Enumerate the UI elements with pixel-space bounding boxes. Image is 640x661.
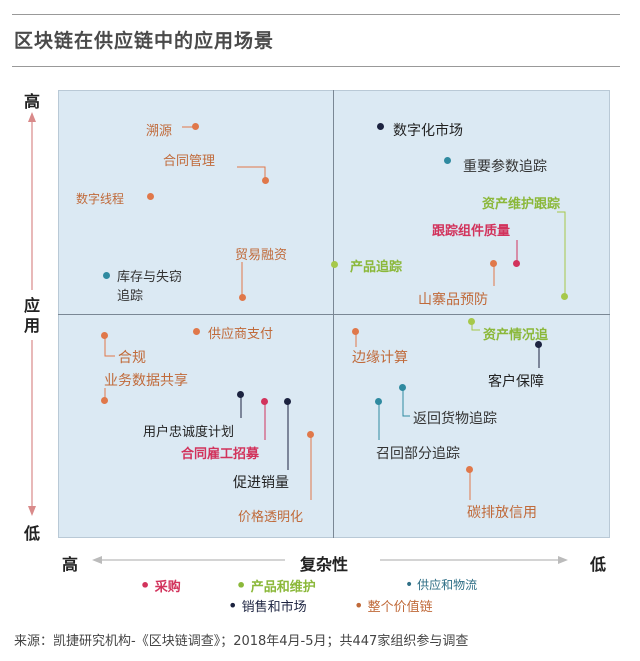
point-label: 业务数据共享 — [104, 373, 188, 389]
point-dot — [352, 328, 359, 335]
point-label: 重要参数追踪 — [463, 159, 547, 175]
point-label: 贸易融资 — [235, 248, 288, 263]
title-divider — [12, 66, 620, 67]
legend-item-product: • 产品和维护 — [236, 576, 316, 595]
point-label: 碳排放信用 — [467, 505, 537, 521]
point-label: 库存与失窃追踪 — [117, 270, 183, 304]
point-label: 资产情况追 — [483, 328, 549, 343]
point-dot — [307, 431, 314, 438]
point-label: 促进销量 — [233, 475, 289, 491]
point-dot — [147, 193, 154, 200]
x-axis-title: 复杂性 — [300, 555, 349, 574]
x-axis-high-label: 高 — [62, 555, 79, 574]
point-label: 边缘计算 — [352, 350, 408, 366]
point-dot — [239, 294, 246, 301]
point-dot — [490, 260, 497, 267]
point-dot — [261, 398, 268, 405]
y-axis-high-label: 高 — [24, 92, 41, 111]
point-dot — [466, 466, 473, 473]
y-axis-low-label: 低 — [24, 524, 41, 543]
y-axis-title: 应用 — [24, 296, 41, 335]
point-label: 返回货物追踪 — [413, 411, 497, 427]
point-dot — [561, 293, 568, 300]
point-label: 合规 — [118, 350, 146, 366]
point-dot — [399, 384, 406, 391]
point-label: 山寨品预防 — [418, 292, 488, 308]
point-dot — [375, 398, 382, 405]
point-dot — [331, 261, 338, 268]
point-label: 合同管理 — [163, 154, 216, 169]
point-dot — [535, 341, 542, 348]
point-label: 数字化市场 — [393, 123, 463, 139]
legend-item-logistics: • 供应和物流 — [405, 577, 478, 593]
legend-item-procurement: • 采购 — [140, 576, 181, 595]
x-axis-low-label: 低 — [590, 555, 607, 574]
point-dot — [103, 272, 110, 279]
point-dot — [193, 328, 200, 335]
point-label: 跟踪组件质量 — [432, 224, 511, 239]
point-dot — [444, 157, 451, 164]
source-footnote: 来源：凯捷研究机构-《区块链调查》；2018年4月-5月；共447家组织参与调查 — [14, 634, 469, 649]
point-dot — [237, 391, 244, 398]
point-dot — [284, 398, 291, 405]
point-dot — [468, 318, 475, 325]
point-label: 数字线程 — [76, 192, 125, 206]
point-label: 溯源 — [146, 124, 173, 139]
legend-item-sales: • 销售和市场 — [228, 596, 307, 615]
point-dot — [377, 123, 384, 130]
point-label: 资产维护跟踪 — [482, 197, 561, 212]
point-label: 产品追踪 — [350, 260, 403, 275]
matrix-horizontal-divider — [58, 314, 610, 315]
point-label: 客户保障 — [488, 374, 544, 390]
point-dot — [101, 397, 108, 404]
point-dot — [192, 123, 199, 130]
point-dot — [262, 177, 269, 184]
point-label: 供应商支付 — [208, 327, 274, 342]
page-title: 区块链在供应链中的应用场景 — [14, 30, 275, 52]
point-label: 合同雇工招募 — [181, 447, 260, 462]
legend-item-whole: • 整个价值链 — [354, 596, 433, 615]
top-divider — [12, 14, 620, 15]
point-label: 召回部分追踪 — [376, 446, 460, 462]
point-label: 价格透明化 — [238, 510, 304, 525]
point-label: 用户忠诚度计划 — [143, 425, 235, 440]
point-dot — [101, 332, 108, 339]
point-dot — [513, 260, 520, 267]
